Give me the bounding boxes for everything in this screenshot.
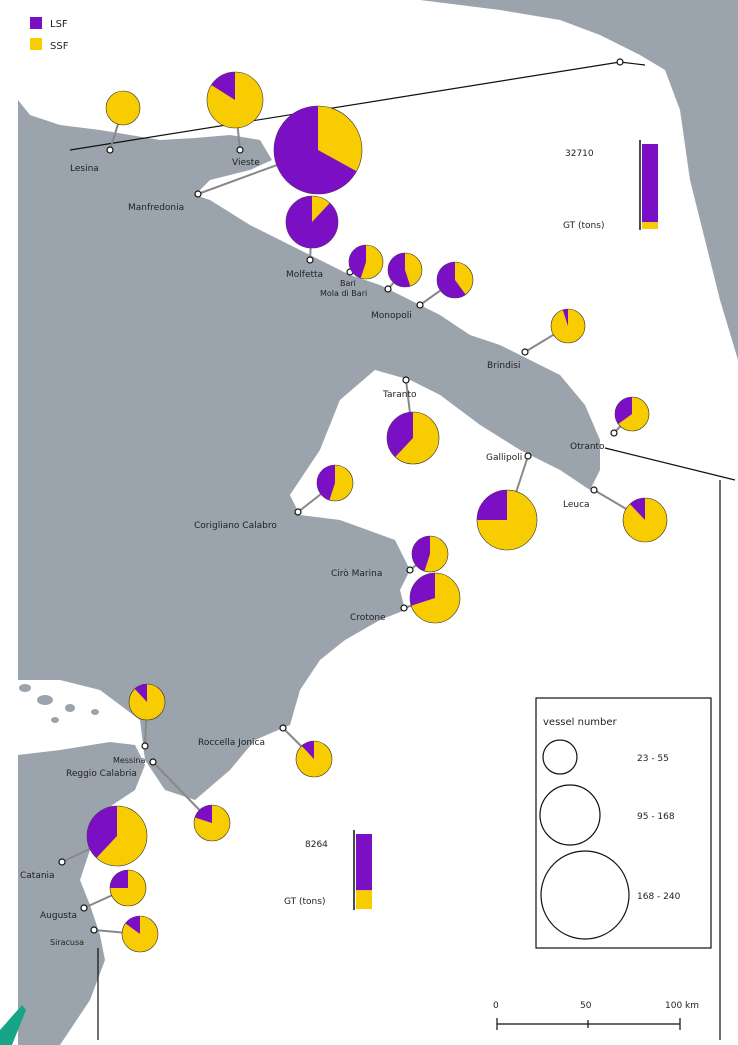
port-label: Reggio Calabria xyxy=(66,769,137,779)
port-label: Leuca xyxy=(563,500,590,510)
scale-label: 0 xyxy=(493,1001,499,1011)
pie-slice-lsf xyxy=(211,72,235,100)
pie-lesina xyxy=(105,90,141,126)
port-label: Siracusa xyxy=(50,938,84,947)
pie-slice-lsf xyxy=(387,412,413,457)
port-label: Corigliano Calabro xyxy=(194,521,277,531)
bar-value-label: 32710 xyxy=(565,149,594,159)
pie-catania xyxy=(86,805,148,867)
bar-segment-ssf xyxy=(642,222,658,229)
land-balkans xyxy=(420,0,738,360)
pie-slice-lsf xyxy=(412,536,430,572)
port-markers xyxy=(58,58,624,934)
pie-augusta xyxy=(109,869,147,907)
pie-messina xyxy=(128,683,166,721)
port-label: Messina xyxy=(113,756,145,765)
port-label: Roccella Jonica xyxy=(198,738,265,748)
pie-siracusa xyxy=(121,915,159,953)
port-label: Mola di Bari xyxy=(320,289,367,298)
scale-label: 100 km xyxy=(665,1001,699,1011)
pie-slice-lsf xyxy=(125,916,140,934)
bar-segment-lsf xyxy=(642,144,658,223)
pie-slice-lsf xyxy=(317,465,335,501)
port-label: Manfredonia xyxy=(128,203,184,213)
scale-bar xyxy=(496,1018,681,1030)
pie-slice-lsf xyxy=(194,805,212,823)
pie-corigliano-calabro xyxy=(316,464,354,502)
scale-label: 50 xyxy=(580,1001,592,1011)
port-label: Bari xyxy=(340,279,356,288)
pie-manfredonia xyxy=(273,105,363,195)
pie-reggio-calabria xyxy=(193,804,231,842)
port-label: Lesina xyxy=(70,164,99,174)
port-label: Monopoli xyxy=(371,311,412,321)
pie-slice-ssf xyxy=(105,90,141,126)
size-class-label: 23 - 55 xyxy=(637,754,669,764)
size-legend-title: vessel number xyxy=(543,717,618,728)
bar-value-label: 8264 xyxy=(305,840,328,850)
bar-segment-ssf xyxy=(356,890,372,909)
pie-ciro-marina xyxy=(411,535,449,573)
pie-slice-lsf xyxy=(110,870,128,888)
port-label: Augusta xyxy=(40,911,77,921)
pie-otranto xyxy=(614,396,650,432)
pie-mola-di-bari xyxy=(387,252,423,288)
port-label: Catania xyxy=(20,871,55,881)
pie-slice-lsf xyxy=(437,262,466,298)
legend-swatch-ssf xyxy=(30,38,42,50)
pie-slice-lsf xyxy=(388,253,411,287)
pie-slice-lsf xyxy=(562,309,568,326)
pie-slice-lsf xyxy=(410,573,435,606)
port-label: Gallipoli xyxy=(486,453,522,463)
bar-axis-label: GT (tons) xyxy=(284,897,325,907)
port-label: Otranto xyxy=(570,442,605,452)
port-label: Vieste xyxy=(232,158,260,168)
pie-gallipoli xyxy=(476,489,538,551)
port-pies xyxy=(86,71,668,953)
port-label: Taranto xyxy=(382,390,417,400)
pie-slice-lsf xyxy=(349,245,366,279)
port-labels: Lesina Vieste Manfredonia Molfetta Bari … xyxy=(20,158,605,947)
land-italy xyxy=(18,100,600,800)
legend-label-ssf: SSF xyxy=(50,41,69,52)
pie-slice-lsf xyxy=(301,741,314,759)
bar-segment-lsf xyxy=(356,834,372,891)
scale-labels: 0 50 100 km xyxy=(493,1001,699,1011)
pie-monopoli xyxy=(436,261,474,299)
port-label: Crotone xyxy=(350,613,386,623)
port-label: Brindisi xyxy=(487,361,520,371)
port-label: Cirò Marina xyxy=(331,568,382,579)
pie-slice-lsf xyxy=(477,490,507,520)
color-legend: LSF SSF xyxy=(17,6,89,62)
pie-slice-lsf xyxy=(274,106,357,194)
bar-axis-label: GT (tons) xyxy=(563,221,604,231)
legend-swatch-lsf xyxy=(30,17,42,29)
size-legend: vessel number 23 - 55 95 - 168 168 - 240 xyxy=(535,697,712,949)
pie-brindisi xyxy=(550,308,586,344)
pie-leuca xyxy=(622,497,668,543)
pie-molfetta xyxy=(285,195,339,249)
land-sicily xyxy=(18,742,145,1045)
gt-bar-adriatic: 32710 GT (tons) xyxy=(563,140,658,231)
pie-vieste xyxy=(206,71,264,129)
size-class-label: 95 - 168 xyxy=(637,812,675,822)
pie-taranto xyxy=(386,411,440,465)
pie-crotone xyxy=(409,572,461,624)
pie-slice-lsf xyxy=(134,684,147,702)
pie-slice-lsf xyxy=(615,397,632,424)
gt-bar-ionian: 8264 GT (tons) xyxy=(284,830,372,910)
port-label: Molfetta xyxy=(286,270,323,280)
legend-label-lsf: LSF xyxy=(50,19,68,30)
gulf-of-taranto xyxy=(290,370,545,515)
pie-slice-lsf xyxy=(629,498,645,520)
aeolian-islands xyxy=(19,684,99,723)
pie-roccella-jonica xyxy=(295,740,333,778)
pie-slice-lsf xyxy=(86,806,117,858)
corner-mark xyxy=(0,1005,26,1045)
pie-slice-lsf xyxy=(286,196,339,249)
pie-bari xyxy=(348,244,384,280)
size-class-label: 168 - 240 xyxy=(637,892,681,902)
